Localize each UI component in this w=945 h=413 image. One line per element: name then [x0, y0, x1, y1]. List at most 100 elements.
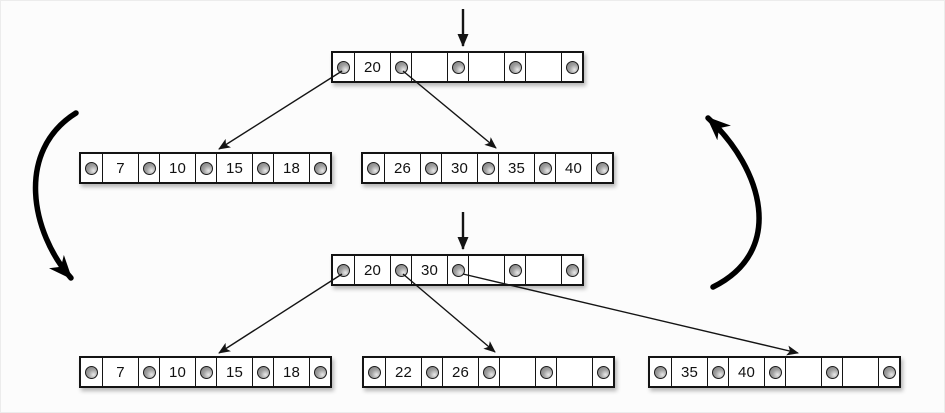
pointer-cell — [195, 358, 216, 386]
pointer-cell — [821, 358, 842, 386]
pointer-cell — [333, 256, 354, 284]
key-cell: 40 — [555, 154, 591, 182]
pointer-cell — [390, 256, 411, 284]
pointer-dot-icon — [368, 365, 381, 379]
key-cell: 26 — [442, 358, 478, 386]
key-cell — [556, 358, 592, 386]
pointer-cell — [390, 53, 411, 81]
pointer-dot-icon — [199, 365, 213, 379]
key-cell: 35 — [671, 358, 707, 386]
pointer-dot-icon — [394, 263, 408, 277]
pointer-cell — [561, 256, 582, 284]
pointer-cell — [478, 358, 499, 386]
pointer-dot-icon — [425, 365, 439, 379]
key-cell — [842, 358, 878, 386]
edge-bottom-root-to-left-leaf — [218, 273, 343, 354]
pointer-cell — [138, 154, 159, 182]
edge-top-root-to-left-leaf — [218, 70, 343, 150]
pointer-dot-icon — [538, 161, 552, 175]
pointer-cell — [309, 358, 330, 386]
pointer-dot-icon — [337, 60, 350, 74]
pointer-cell — [333, 53, 354, 81]
pointer-dot-icon — [768, 365, 782, 379]
pointer-cell — [650, 358, 671, 386]
pointer-cell — [138, 358, 159, 386]
node-bottom-leaf-mid: 22 26 — [362, 356, 615, 388]
cycle-arrow-left-down — [32, 110, 79, 281]
key-cell — [525, 256, 561, 284]
pointer-cell — [504, 53, 525, 81]
node-bottom-root: 20 30 — [331, 254, 584, 286]
pointer-cell — [81, 358, 102, 386]
pointer-cell — [364, 358, 385, 386]
pointer-dot-icon — [394, 60, 408, 74]
pointer-cell — [535, 358, 556, 386]
key-cell: 7 — [102, 358, 138, 386]
pointer-cell — [591, 154, 612, 182]
pointer-dot-icon — [85, 161, 98, 175]
key-cell — [411, 53, 447, 81]
pointer-dot-icon — [367, 161, 380, 175]
pointer-cell — [309, 154, 330, 182]
pointer-dot-icon — [595, 161, 609, 175]
key-cell: 15 — [216, 154, 252, 182]
pointer-cell — [252, 358, 273, 386]
pointer-dot-icon — [508, 263, 522, 277]
key-cell — [499, 358, 535, 386]
key-cell: 7 — [102, 154, 138, 182]
pointer-cell — [707, 358, 728, 386]
key-cell: 40 — [728, 358, 764, 386]
pointer-cell — [363, 154, 384, 182]
key-cell: 30 — [441, 154, 477, 182]
key-cell: 35 — [498, 154, 534, 182]
pointer-dot-icon — [481, 161, 495, 175]
pointer-dot-icon — [654, 365, 667, 379]
pointer-dot-icon — [539, 365, 553, 379]
pointer-dot-icon — [711, 365, 725, 379]
pointer-dot-icon — [256, 161, 270, 175]
pointer-dot-icon — [565, 263, 579, 277]
pointer-cell — [195, 154, 216, 182]
node-bottom-leaf-left: 7 10 15 18 — [79, 356, 332, 388]
pointer-dot-icon — [337, 263, 350, 277]
pointer-cell — [420, 154, 441, 182]
node-top-leaf-right: 26 30 35 40 — [361, 152, 614, 184]
pointer-cell — [561, 53, 582, 81]
pointer-cell — [252, 154, 273, 182]
pointer-dot-icon — [85, 365, 98, 379]
key-cell: 10 — [159, 154, 195, 182]
key-cell: 22 — [385, 358, 421, 386]
node-top-leaf-left: 7 10 15 18 — [79, 152, 332, 184]
pointer-dot-icon — [596, 365, 610, 379]
key-cell: 20 — [354, 53, 390, 81]
key-cell: 30 — [411, 256, 447, 284]
pointer-dot-icon — [451, 263, 465, 277]
key-cell: 15 — [216, 358, 252, 386]
pointer-dot-icon — [565, 60, 579, 74]
pointer-cell — [447, 53, 468, 81]
key-cell: 18 — [273, 154, 309, 182]
pointer-cell — [504, 256, 525, 284]
pointer-dot-icon — [256, 365, 270, 379]
pointer-cell — [592, 358, 613, 386]
key-cell — [468, 256, 504, 284]
cycle-arrow-right-up — [705, 115, 762, 290]
pointer-dot-icon — [424, 161, 438, 175]
key-cell: 26 — [384, 154, 420, 182]
pointer-dot-icon — [451, 60, 465, 74]
key-cell: 10 — [159, 358, 195, 386]
pointer-dot-icon — [508, 60, 522, 74]
pointer-cell — [81, 154, 102, 182]
node-bottom-leaf-right: 35 40 — [648, 356, 901, 388]
pointer-cell — [764, 358, 785, 386]
node-top-root: 20 — [331, 51, 584, 83]
pointer-dot-icon — [825, 365, 839, 379]
pointer-dot-icon — [142, 161, 156, 175]
key-cell — [525, 53, 561, 81]
key-cell: 20 — [354, 256, 390, 284]
key-cell: 18 — [273, 358, 309, 386]
pointer-dot-icon — [882, 365, 896, 379]
pointer-dot-icon — [142, 365, 156, 379]
pointer-dot-icon — [482, 365, 496, 379]
